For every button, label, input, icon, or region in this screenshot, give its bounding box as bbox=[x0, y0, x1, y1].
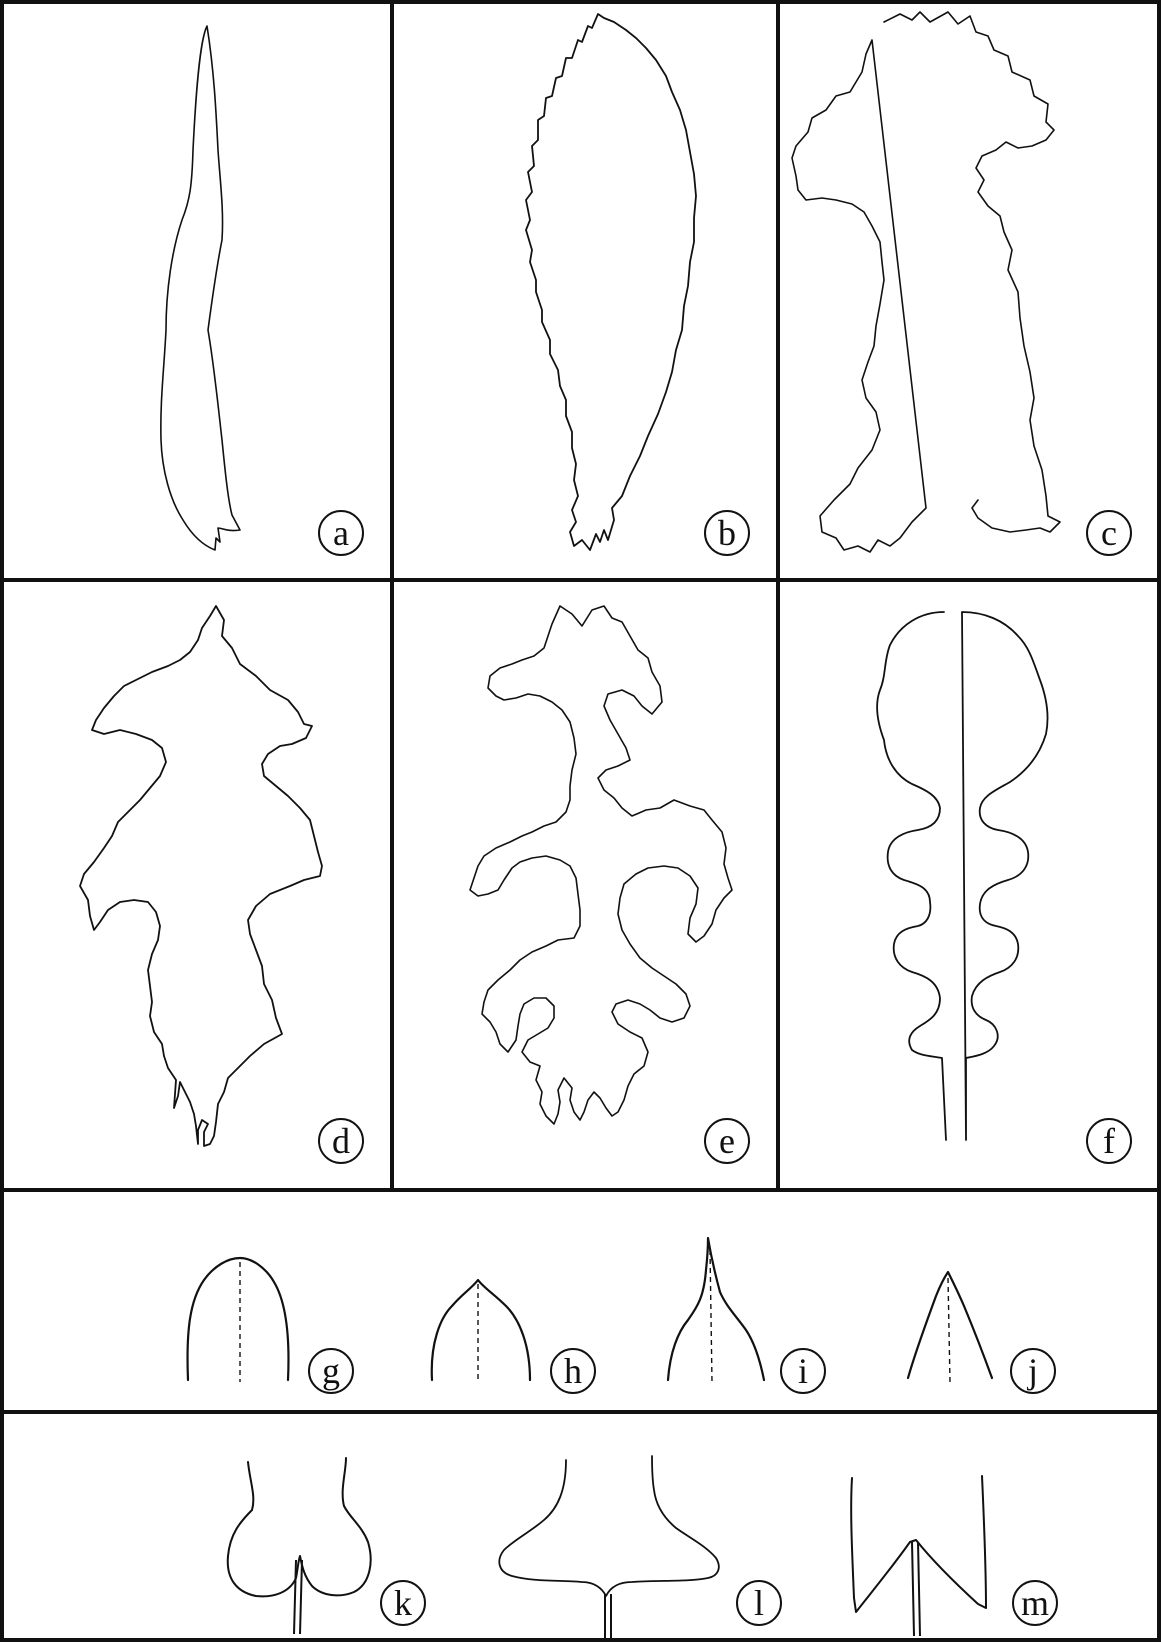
apex-i-midrib bbox=[710, 1250, 712, 1382]
base-k-outline bbox=[228, 1458, 371, 1596]
panel-label-i: i bbox=[780, 1348, 826, 1394]
apex-i-outline bbox=[668, 1238, 764, 1380]
leaf-outline-b bbox=[526, 14, 696, 550]
base-m-petiole-2 bbox=[918, 1542, 920, 1636]
leaf-outline-a bbox=[161, 26, 240, 550]
leaf-outline-e bbox=[470, 606, 732, 1124]
panel-label-b: b bbox=[704, 510, 750, 556]
panel-label-g: g bbox=[308, 1348, 354, 1394]
panel-label-d: d bbox=[318, 1118, 364, 1164]
panel-label-f: f bbox=[1086, 1118, 1132, 1164]
apex-h-outline bbox=[432, 1280, 530, 1380]
base-l-outline bbox=[499, 1456, 718, 1596]
panel-label-e: e bbox=[704, 1118, 750, 1164]
panel-label-m: m bbox=[1012, 1580, 1058, 1626]
panel-label-l: l bbox=[736, 1580, 782, 1626]
apex-g-outline bbox=[188, 1258, 289, 1380]
apex-j-midrib bbox=[948, 1278, 950, 1382]
panel-label-a: a bbox=[318, 510, 364, 556]
base-k-petiole-1 bbox=[294, 1560, 296, 1634]
leaf-outline-d bbox=[80, 606, 322, 1146]
leaf-outline-f bbox=[877, 612, 1048, 1140]
base-m-petiole-1 bbox=[912, 1542, 914, 1636]
leaf-outline-c bbox=[792, 12, 1060, 552]
base-k-petiole-2 bbox=[300, 1560, 302, 1634]
panel-label-h: h bbox=[550, 1348, 596, 1394]
panel-label-k: k bbox=[380, 1580, 426, 1626]
panel-label-c: c bbox=[1086, 510, 1132, 556]
panel-label-j: j bbox=[1010, 1348, 1056, 1394]
